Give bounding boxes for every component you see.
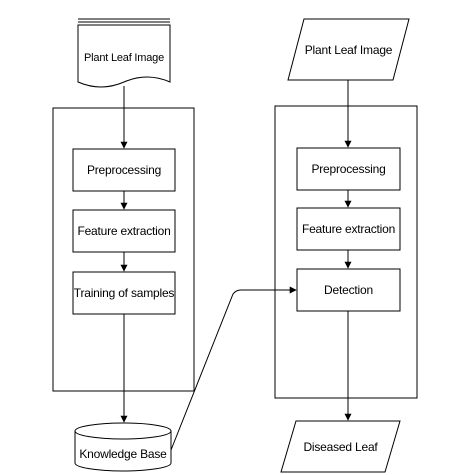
left-step-label-training: Training of samples <box>73 286 175 300</box>
right-step-label-preprocessing: Preprocessing <box>311 162 386 176</box>
arrow-knowledge-base-to-detection <box>170 286 297 451</box>
right-step-box-detection <box>296 268 401 312</box>
left-step-label-feature-extraction: Feature extraction <box>77 224 171 238</box>
right-input-label: Plant Leaf Image <box>304 42 393 57</box>
left-step-box-feature-extraction <box>72 209 176 253</box>
left-step-box-training <box>72 271 176 315</box>
right-output-label: Diseased Leaf <box>303 439 378 454</box>
knowledge-base-cylinder <box>74 422 172 472</box>
left-input-label: Plant Leaf Image <box>84 52 164 64</box>
left-step-label-preprocessing: Preprocessing <box>86 163 162 177</box>
detection-container <box>274 105 418 399</box>
left-input-document-shape <box>77 18 171 88</box>
right-output-data-shape <box>280 420 401 473</box>
right-step-box-feature-extraction <box>296 207 401 251</box>
knowledge-base-label: Knowledge Base <box>79 447 167 461</box>
right-input-data-shape <box>287 18 410 81</box>
right-step-label-detection: Detection <box>324 283 373 297</box>
right-step-label-feature-extraction: Feature extraction <box>301 222 396 236</box>
